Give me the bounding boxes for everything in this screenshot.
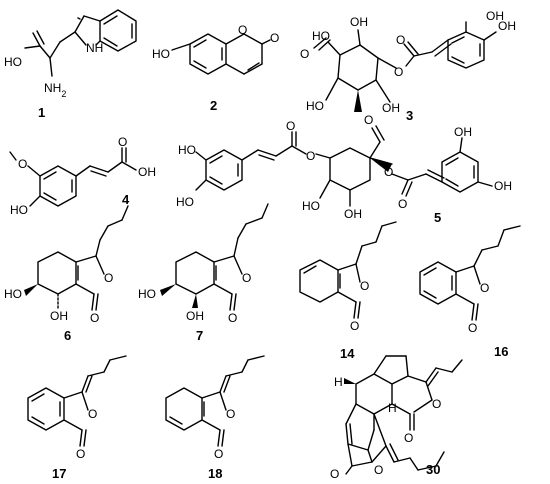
c5-atom-5: O bbox=[364, 113, 373, 127]
c4-atom-1: HO bbox=[10, 203, 28, 217]
c18-atom-1: O bbox=[214, 447, 223, 461]
c3-atom-5: OH bbox=[498, 19, 516, 33]
compound-16: O O 16 bbox=[419, 225, 521, 359]
c5-atom-0: HO bbox=[178, 143, 196, 157]
c3-atom-7: HO bbox=[306, 99, 324, 113]
compound-1: HO O NH2 NH 1 bbox=[4, 9, 137, 120]
c2-atom-1: O bbox=[238, 23, 247, 37]
c6-atom-2: O bbox=[104, 271, 113, 285]
c30-atom-1: H bbox=[388, 401, 397, 415]
c1-atom-2: NH2 bbox=[44, 81, 66, 99]
c5-atom-1: HO bbox=[176, 195, 194, 209]
c7-atom-0: HO bbox=[138, 287, 156, 301]
c14-atom-1: O bbox=[350, 319, 359, 333]
c30-atom-0: H bbox=[334, 375, 343, 389]
compound-14: O O 14 bbox=[299, 221, 397, 361]
c5-atom-9: OH bbox=[494, 179, 512, 193]
compound-number: 2 bbox=[210, 98, 217, 113]
c7-atom-3: O bbox=[228, 311, 237, 325]
compound-30: H H O O O O 30 bbox=[330, 355, 463, 481]
c5-atom-8: OH bbox=[454, 125, 472, 139]
c5-atom-4: HO bbox=[302, 199, 320, 213]
c30-atom-5: O bbox=[330, 467, 339, 481]
compound-number: 30 bbox=[426, 462, 440, 477]
c7-atom-2: O bbox=[242, 271, 251, 285]
compound-18: O O 18 bbox=[165, 355, 265, 481]
c2-atom-2: O bbox=[270, 31, 279, 45]
c4-atom-2: O bbox=[118, 135, 127, 149]
c3-atom-8: OH bbox=[382, 101, 400, 115]
c5-atom-3: O bbox=[306, 149, 315, 163]
c5-atom-6: O bbox=[384, 165, 393, 179]
compound-number: 5 bbox=[434, 210, 441, 225]
compound-5: HO HO O O HO O O O OH OH HO OH 5 bbox=[176, 113, 512, 225]
c3-atom-0: HO bbox=[312, 29, 330, 43]
c30-atom-3: O bbox=[404, 431, 413, 445]
c30-atom-2: O bbox=[432, 397, 441, 411]
c17-atom-0: O bbox=[88, 407, 97, 421]
c6-atom-0: HO bbox=[4, 287, 22, 301]
compound-number: 14 bbox=[340, 346, 355, 361]
c3-atom-6: OH bbox=[486, 9, 504, 23]
c3-atom-1: O bbox=[300, 47, 309, 61]
compound-7: HO OH O O 7 bbox=[138, 203, 269, 343]
compound-number: 3 bbox=[406, 108, 413, 123]
c5-atom-7: O bbox=[398, 197, 407, 211]
c18-atom-0: O bbox=[226, 407, 235, 421]
compound-number: 1 bbox=[38, 105, 45, 120]
compound-number: 7 bbox=[196, 328, 203, 343]
c6-atom-1: OH bbox=[50, 309, 68, 323]
c1-atom-3: NH bbox=[86, 41, 103, 55]
c3-atom-3: O bbox=[394, 65, 403, 79]
compound-3: HO O OH O O OH OH HO OH 3 bbox=[300, 9, 516, 123]
c7-atom-1: OH bbox=[186, 309, 204, 323]
compound-number: 17 bbox=[52, 466, 66, 481]
c4-atom-0: O bbox=[18, 157, 27, 171]
compound-17: O O 17 bbox=[27, 355, 127, 481]
compound-number: 4 bbox=[122, 192, 130, 207]
c5-atom-11: OH bbox=[344, 207, 362, 221]
c17-atom-1: O bbox=[76, 447, 85, 461]
c16-atom-1: O bbox=[468, 321, 477, 335]
c3-atom-2: OH bbox=[350, 15, 368, 29]
c3-atom-4: O bbox=[396, 33, 405, 47]
compound-6: HO OH O O 6 bbox=[4, 205, 129, 343]
c5-atom-2: O bbox=[286, 119, 295, 133]
c6-atom-3: O bbox=[90, 311, 99, 325]
c2-atom-0: HO bbox=[152, 47, 170, 61]
c14-atom-0: O bbox=[360, 279, 369, 293]
c16-atom-0: O bbox=[480, 281, 489, 295]
compound-number: 6 bbox=[64, 328, 71, 343]
compound-2: HO O O 2 bbox=[152, 23, 279, 113]
compound-4: O HO O OH 4 bbox=[9, 135, 156, 217]
c1-atom-0: HO bbox=[4, 55, 22, 69]
compound-number: 16 bbox=[494, 344, 508, 359]
compound-number: 18 bbox=[208, 466, 222, 481]
c30-atom-4: O bbox=[374, 463, 383, 477]
c4-atom-3: OH bbox=[138, 165, 156, 179]
